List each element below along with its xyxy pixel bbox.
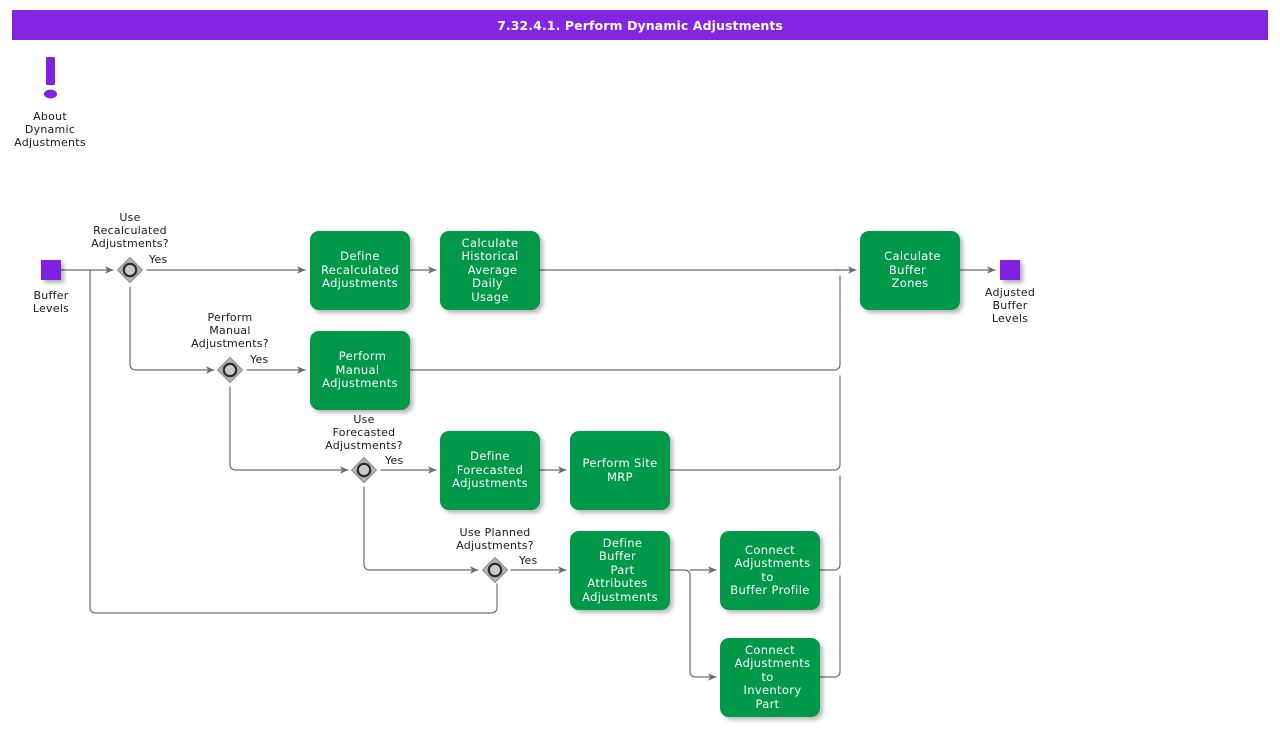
task-label-line2: Part Attributes (587, 562, 648, 591)
gateway-use-forecasted-adjustments-yes-label: Yes (385, 454, 404, 467)
task-label-line2: Recalculated (320, 262, 400, 277)
gateway-use-planned-adjustments-yes-label: Yes (519, 554, 538, 567)
task-label: Calculate Historical Average Daily Usage (440, 235, 540, 305)
gateway-use-forecasted-adjustments[interactable] (348, 454, 380, 486)
task-label-line1: Connect (745, 642, 795, 657)
gateway-use-recalculated-adjustments[interactable] (114, 254, 146, 286)
task-label-line3: Adjustments (582, 589, 658, 604)
task-calculate-buffer-zones[interactable]: Calculate Buffer Zones (860, 231, 960, 310)
flow-inventory-part-to-merge (819, 575, 841, 678)
gateway-use-planned-adjustments[interactable] (479, 554, 511, 586)
task-perform-site-mrp[interactable]: Perform Site MRP (570, 431, 670, 510)
task-label: Connect Adjustments to Inventory Part (720, 642, 820, 712)
end-event-label-line3: Levels (991, 312, 1029, 325)
task-perform-manual-adjustments[interactable]: Perform Manual Adjustments (310, 331, 410, 410)
gw-label-line2: Forecasted (332, 426, 396, 439)
task-label-line1: Define (470, 449, 510, 464)
task-label-line2: Zones (891, 276, 929, 291)
start-event-label-line1: Buffer (33, 289, 69, 302)
start-event-label-line2: Levels (32, 302, 70, 315)
page-title: 7.32.4.1. Perform Dynamic Adjustments (497, 17, 783, 33)
flow-attributes-to-inventory-part (669, 569, 717, 681)
gw-label-line2: Adjustments? (456, 539, 534, 552)
task-label: Define Forecasted Adjustments (442, 450, 538, 491)
task-label: Connect Adjustments to Buffer Profile (720, 542, 820, 598)
task-label-line1: Calculate Buffer (884, 249, 941, 277)
page-title-bar: 7.32.4.1. Perform Dynamic Adjustments (12, 10, 1268, 40)
task-label: Perform Site MRP (572, 456, 667, 484)
task-label-line3: Buffer Profile (730, 583, 810, 597)
task-label-line1: Perform Manual (335, 349, 387, 377)
task-define-buffer-part-attributes-adjustments[interactable]: Define Buffer Part Attributes Adjustment… (570, 531, 670, 610)
task-label: Perform Manual Adjustments (310, 350, 410, 391)
end-event[interactable] (1000, 260, 1020, 280)
flow-site-mrp-to-merge (669, 375, 841, 471)
note-label-line1: About (33, 110, 67, 123)
exclamation-icon (44, 57, 57, 99)
task-label-line3: Inventory Part (743, 683, 802, 711)
task-label-line1: Connect (745, 542, 795, 557)
task-label: Define Recalculated Adjustments (311, 250, 409, 291)
gw-label-line3: Adjustments? (191, 337, 269, 350)
gw-label-line3: Adjustments? (91, 237, 169, 250)
flow-bypass-bottom-rail (89, 269, 498, 614)
gateway-use-planned-adjustments-label: Use Planned Adjustments? (445, 526, 545, 552)
task-define-recalculated-adjustments[interactable]: Define Recalculated Adjustments (310, 231, 410, 310)
end-event-label: Adjusted Buffer Levels (964, 286, 1056, 325)
task-label-line2: MRP (607, 469, 633, 484)
task-label-line2: Forecasted (456, 462, 524, 477)
start-event-label: Buffer Levels (5, 289, 97, 315)
start-event[interactable] (41, 260, 61, 280)
task-label-line1: Perform Site (582, 456, 658, 470)
task-define-forecasted-adjustments[interactable]: Define Forecasted Adjustments (440, 431, 540, 510)
note-label-line3: Adjustments (14, 136, 86, 149)
gateway-use-forecasted-adjustments-label: Use Forecasted Adjustments? (314, 413, 414, 452)
gw-label-line1: Use Planned (459, 526, 531, 539)
end-event-label-line2: Buffer (992, 299, 1028, 312)
gw-label-line2: Recalculated (93, 224, 167, 237)
task-label-line2: Adjustments to (734, 656, 811, 684)
end-event-label-line1: Adjusted (984, 286, 1036, 299)
gateway-perform-manual-adjustments-label: Perform Manual Adjustments? (180, 311, 280, 350)
task-label-line2: Adjustments to (734, 556, 811, 584)
gateway-use-recalculated-adjustments-yes-label: Yes (149, 253, 168, 266)
gateway-perform-manual-adjustments[interactable] (214, 354, 246, 386)
note-label-line2: Dynamic (24, 123, 76, 136)
gw-label-line1: Use (119, 211, 141, 224)
gateway-perform-manual-adjustments-yes-label: Yes (250, 353, 269, 366)
gw-label-line3: Adjustments? (325, 439, 403, 452)
task-label-line3: Adjustments (452, 476, 528, 491)
gateway-use-recalculated-adjustments-label: Use Recalculated Adjustments? (80, 211, 180, 250)
flow-buffer-profile-to-merge (819, 475, 841, 571)
task-label-line4: Usage (471, 289, 509, 304)
task-label-line2: Adjustments (322, 376, 398, 391)
task-label-line3: Average Daily (467, 262, 518, 291)
task-calculate-historical-average-daily-usage[interactable]: Calculate Historical Average Daily Usage (440, 231, 540, 310)
task-connect-adjustments-to-buffer-profile[interactable]: Connect Adjustments to Buffer Profile (720, 531, 820, 610)
task-label: Calculate Buffer Zones (860, 250, 960, 291)
gw-label-line1: Use (353, 413, 375, 426)
task-label: Define Buffer Part Attributes Adjustment… (570, 535, 670, 605)
task-label-line3: Adjustments (322, 276, 398, 291)
task-label-line1: Define Buffer (598, 535, 643, 564)
task-label-line1: Calculate (461, 235, 519, 250)
task-label-line2: Historical (461, 249, 519, 264)
gw-label-line1: Perform (207, 311, 253, 324)
gw-label-line2: Manual (209, 324, 251, 337)
note-label: About Dynamic Adjustments (0, 110, 100, 149)
task-label-line1: Define (340, 249, 380, 264)
task-connect-adjustments-to-inventory-part[interactable]: Connect Adjustments to Inventory Part (720, 638, 820, 717)
